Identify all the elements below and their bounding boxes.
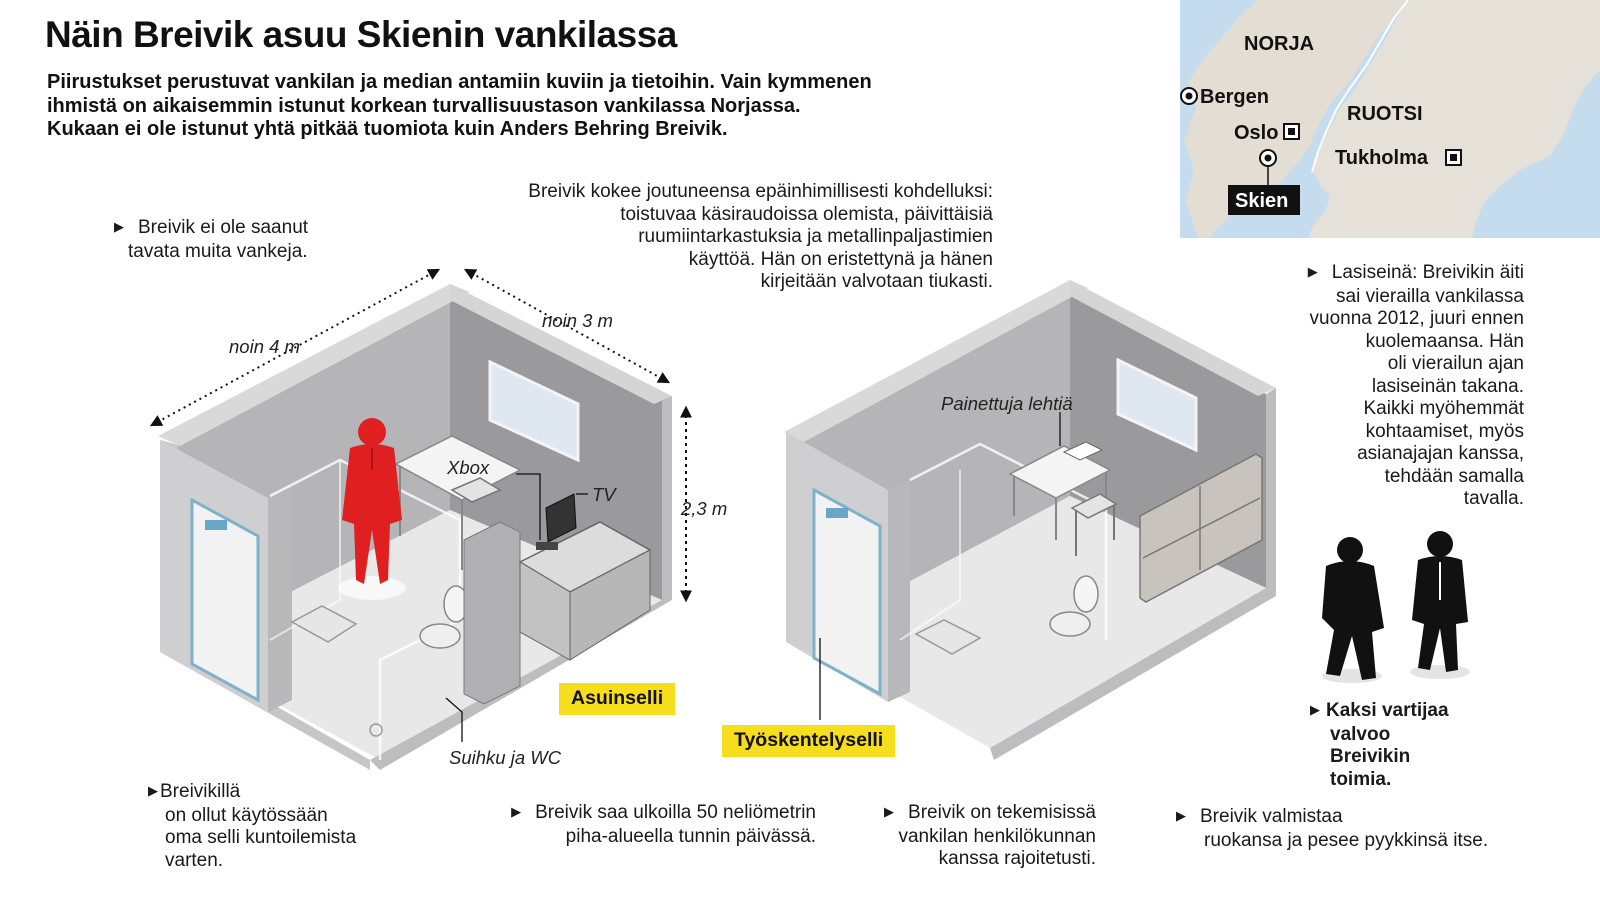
bullet-arrow-icon: ▶	[148, 783, 158, 798]
map-land-norway	[1184, 0, 1408, 238]
guards-icon	[1322, 531, 1470, 683]
window-icon	[488, 359, 580, 463]
work-desk	[1008, 445, 1112, 499]
map-label-skien: Skien	[1235, 190, 1288, 212]
subtitle-line: ihmistä on aikaisemmin istunut korkean t…	[47, 94, 801, 117]
label-tv: TV	[592, 484, 616, 505]
cell-door	[190, 497, 260, 703]
dimension-width	[463, 268, 671, 384]
living-cell	[149, 268, 692, 770]
papers-icon	[1062, 441, 1104, 461]
door-hatch-icon	[826, 508, 848, 518]
living-cell-tag: Asuinselli	[559, 683, 676, 715]
sink-icon	[914, 619, 982, 655]
map-border	[1311, 0, 1409, 173]
label-papers: Painettuja lehtiä	[941, 393, 1073, 414]
work-cell-door	[812, 487, 882, 697]
chair-icon	[1070, 493, 1118, 519]
note-guards: ▶Kaksi vartijaa valvoo Breivikin toimia.	[1310, 700, 1449, 790]
chair-icon	[450, 477, 502, 503]
note-gym-cell: ▶Breivikillä on ollut käytössään oma sel…	[148, 781, 357, 871]
toilet-icon	[419, 623, 461, 649]
bullet-arrow-icon: ▶	[114, 219, 124, 234]
map-label-sweden: RUOTSI	[1347, 103, 1423, 125]
drain-icon	[369, 723, 383, 737]
note-chores: ▶Breivik valmistaa ruokansa ja pesee pyy…	[1176, 806, 1489, 851]
bullet-arrow-icon: ▶	[1310, 702, 1320, 717]
sink-icon	[290, 605, 358, 643]
map-label-norway: NORJA	[1244, 33, 1314, 55]
dimension-length	[149, 268, 441, 427]
bullet-arrow-icon: ▶	[1307, 264, 1318, 279]
label-shower-wc: Suihku ja WC	[449, 747, 562, 768]
location-map: NORJA RUOTSI Bergen Oslo Tukholma Skien	[1180, 0, 1600, 238]
subtitle-line: Kukaan ei ole istunut yhtä pitkää tuomio…	[47, 118, 728, 140]
label-height: 2,3 m	[681, 498, 728, 519]
work-cell-tag: Työskentelyselli	[722, 725, 896, 757]
bullet-arrow-icon: ▶	[884, 804, 895, 819]
label-length: noin 4 m	[229, 336, 300, 357]
label-width: noin 3 m	[542, 310, 613, 331]
label-xbox: Xbox	[447, 457, 490, 478]
note-treatment: Breivik kokee joutuneensa epäinhimillise…	[528, 181, 993, 292]
subtitle-line: Piirustukset perustuvat vankilan ja medi…	[47, 71, 872, 93]
note-glass-wall: ▶Lasiseinä: Breivikin äiti sai vierailla…	[1307, 262, 1524, 509]
breivik-figure	[338, 418, 406, 600]
door-hatch-icon	[205, 520, 227, 530]
map-label-bergen: Bergen	[1200, 86, 1269, 108]
skien-label-box	[1228, 185, 1300, 215]
bullet-arrow-icon: ▶	[511, 804, 522, 819]
note-yard: ▶Breivik saa ulkoilla 50 neliömetrin pih…	[511, 802, 816, 847]
map-land-sweden	[1308, 0, 1600, 238]
map-label-oslo: Oslo	[1234, 122, 1278, 144]
tv-icon	[545, 493, 577, 543]
window-icon	[1116, 357, 1198, 453]
toilet-icon	[1049, 611, 1091, 637]
map-label-stockholm: Tukholma	[1335, 147, 1429, 169]
note-staff: ▶Breivik on tekemisissä vankilan henkilö…	[884, 802, 1096, 869]
page-title: Näin Breivik asuu Skienin vankilassa	[45, 14, 677, 55]
note-no-contact: ▶Breivik ei ole saanut tavata muita vank…	[114, 217, 309, 262]
page-subtitle: Piirustukset perustuvat vankilan ja medi…	[47, 71, 872, 142]
bullet-arrow-icon: ▶	[1176, 808, 1186, 823]
work-cell	[784, 280, 1276, 760]
wardrobe	[463, 521, 521, 705]
xbox-icon	[536, 542, 558, 550]
